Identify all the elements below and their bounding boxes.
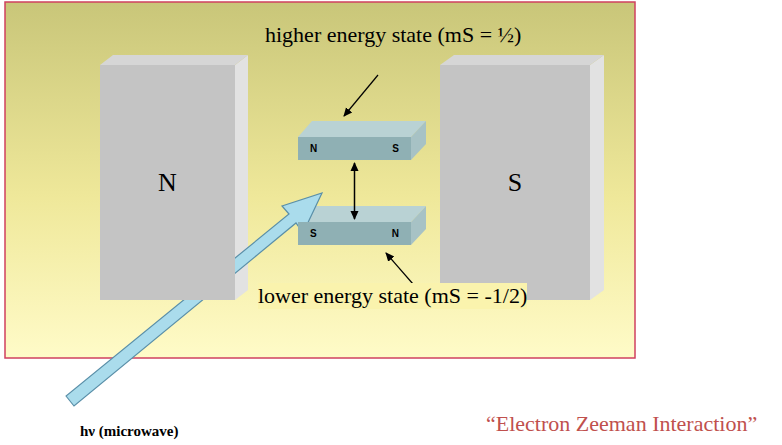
state-label: lower energy state (mS = -1/2) [258,283,527,309]
transition-arrow [354,163,356,219]
pole-letter: S [392,143,399,154]
state-label: higher energy state (mS = ½) [265,22,521,48]
magnet-pole: N [158,168,177,198]
pole-letter: N [310,143,317,154]
bar-side [411,206,426,245]
magnet-top [100,55,248,65]
pole-letter: N [392,228,399,239]
magnet-pole: S [508,168,522,198]
leader-arrow [344,75,378,116]
bar-top [298,121,426,137]
magnet-block: S [440,65,590,300]
leader-arrow [386,253,413,284]
magnet-side [590,55,604,300]
bar-side [411,121,426,160]
pole-letter: S [310,228,317,239]
bar-magnet: SN [298,222,411,245]
radiation-label: hν (microwave) [80,423,178,440]
magnet-top [440,55,604,65]
panel [5,2,635,358]
bar-magnet: NS [298,137,411,160]
bar-top [298,206,426,222]
caption: “Electron Zeeman Interaction” [486,411,757,437]
magnet-block: N [100,65,235,300]
